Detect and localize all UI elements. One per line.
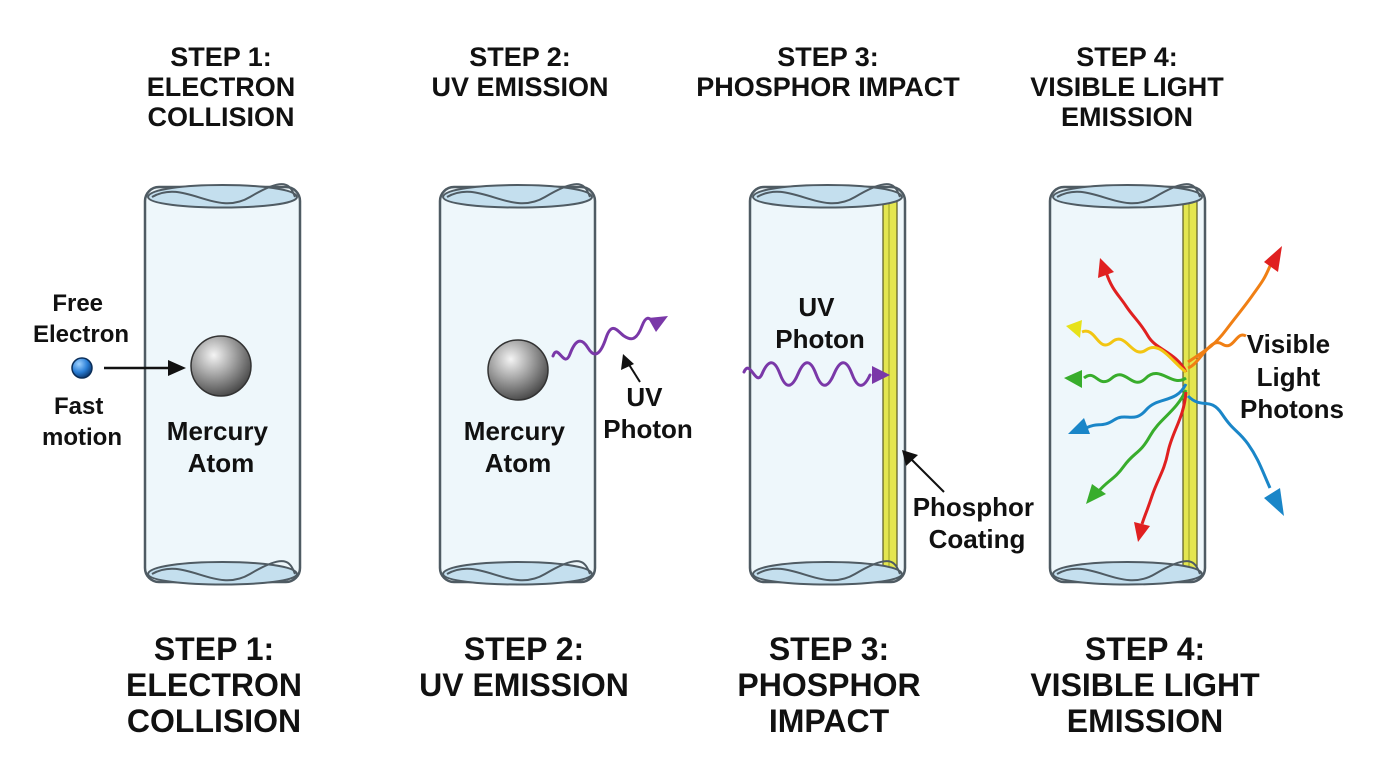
uv-photon-wave-2 (551, 316, 658, 361)
step-2-title-bottom: STEP 2:UV EMISSION (419, 631, 629, 703)
uv-photon-label-2: UV Photon (603, 382, 693, 444)
free-electron (71, 357, 93, 379)
tube-4 (1048, 183, 1207, 586)
uv-photon-pointer-2 (627, 362, 641, 383)
visible-light-photons-label: Visible Light Photons (1240, 329, 1344, 424)
uv-photon-wave-3 (742, 361, 872, 387)
fast-motion-label: Fast motion (42, 393, 122, 451)
mercury-atom-1 (190, 335, 252, 397)
phosphor-pointer (909, 457, 945, 493)
mercury-atom-label-2: Mercury Atom (464, 416, 572, 478)
step-2-title-top: STEP 2:UV EMISSION (431, 42, 609, 103)
visible-light-photons-burst (1064, 246, 1284, 542)
mercury-atom-2 (487, 339, 549, 401)
free-electron-label: Free Electron (33, 290, 129, 348)
phosphor-coating-label: Phosphor Coating (913, 492, 1042, 554)
uv-photon-label-3: UV Photon (775, 292, 865, 354)
mercury-atom-label-1: Mercury Atom (167, 416, 275, 478)
phosphor-layer-3 (882, 196, 898, 575)
step-3-title-top: STEP 3:PHOSPHOR IMPACT (696, 42, 960, 103)
